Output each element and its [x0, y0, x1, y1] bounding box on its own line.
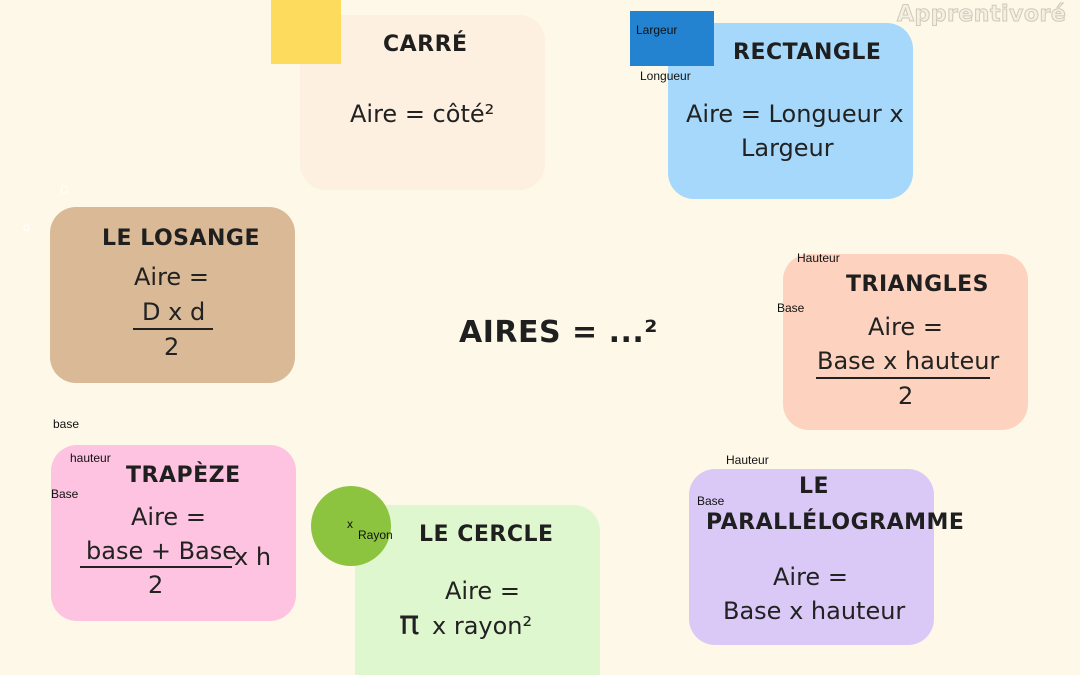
- rectangle-width-label: Largeur: [636, 23, 678, 37]
- cercle-card: [355, 505, 600, 675]
- square-shape-icon: [271, 0, 341, 64]
- cercle-formula-rest: x rayon²: [432, 612, 533, 640]
- rectangle-shape-icon: [630, 11, 714, 66]
- brand-logo: Apprentivoré: [896, 2, 1067, 28]
- carre-title: CARRÉ: [383, 32, 468, 57]
- trapezoid-small-base-label: base: [53, 417, 80, 431]
- circle-center-label: x: [347, 517, 353, 531]
- trapeze-numerator: base + Base: [86, 537, 238, 565]
- arrow-to-losange: [305, 267, 413, 303]
- cercle-title: LE CERCLE: [419, 522, 554, 547]
- rhombus-small-diagonal-label: d: [23, 220, 30, 234]
- arrow-to-parallelogramme: [582, 381, 645, 450]
- triangle-base-label: Base: [777, 301, 805, 315]
- trapeze-title: TRAPÈZE: [126, 463, 241, 488]
- parallelogramme-card: [689, 469, 934, 645]
- rhombus-big-diagonal-label: D: [60, 183, 69, 197]
- arrow-to-triangles: [652, 271, 740, 297]
- trapezoid-height-label: hauteur: [70, 451, 111, 465]
- losange-card: [50, 207, 295, 383]
- trapeze-multiplier: x h: [234, 543, 272, 571]
- triangles-title: TRIANGLES: [846, 272, 990, 297]
- triangles-denominator: 2: [898, 382, 914, 410]
- losange-denominator: 2: [164, 333, 180, 361]
- rectangle-formula-line1: Aire = Longueur x: [686, 100, 904, 128]
- trapeze-formula-line1: Aire =: [131, 503, 206, 531]
- losange-title: LE LOSANGE: [102, 226, 261, 251]
- triangles-card: [783, 254, 1028, 430]
- triangle-height-label: Hauteur: [797, 251, 840, 265]
- carre-formula: Aire = côté²: [350, 100, 495, 128]
- parallelogram-height-label: Hauteur: [726, 453, 769, 467]
- cercle-pi-symbol: π: [399, 603, 420, 643]
- arrow-to-trapeze: [305, 383, 375, 460]
- cercle-formula-line1: Aire =: [445, 577, 520, 605]
- rectangle-title: RECTANGLE: [733, 40, 882, 65]
- losange-formula-line1: Aire =: [134, 263, 209, 291]
- circle-radius-label: Rayon: [358, 528, 393, 542]
- triangles-numerator: Base x hauteur: [817, 347, 1000, 375]
- arrow-to-carre: [441, 215, 490, 281]
- parallelogramme-formula-line1: Aire =: [773, 563, 848, 591]
- trapeze-fraction-bar: [80, 566, 232, 568]
- parallelogramme-formula-line2: Base x hauteur: [723, 597, 906, 625]
- trapezoid-big-base-label: Base: [51, 487, 79, 501]
- losange-numerator: D x d: [142, 298, 206, 326]
- center-title: AIRES = ...²: [459, 315, 658, 350]
- triangles-fraction-bar: [816, 377, 990, 379]
- losange-fraction-bar: [133, 328, 213, 330]
- trapeze-denominator: 2: [148, 571, 164, 599]
- rectangle-length-label: Longueur: [640, 69, 691, 83]
- rectangle-formula-line2: Largeur: [741, 134, 834, 162]
- arrow-to-rectangle: [562, 178, 645, 265]
- arrow-to-cercle: [458, 392, 521, 497]
- parallelogram-base-label: Base: [697, 494, 725, 508]
- triangles-formula-line1: Aire =: [868, 313, 943, 341]
- parallelogramme-title-line1: LE: [799, 474, 830, 499]
- parallelogramme-title-line2: PARALLÉLOGRAMME: [706, 510, 965, 535]
